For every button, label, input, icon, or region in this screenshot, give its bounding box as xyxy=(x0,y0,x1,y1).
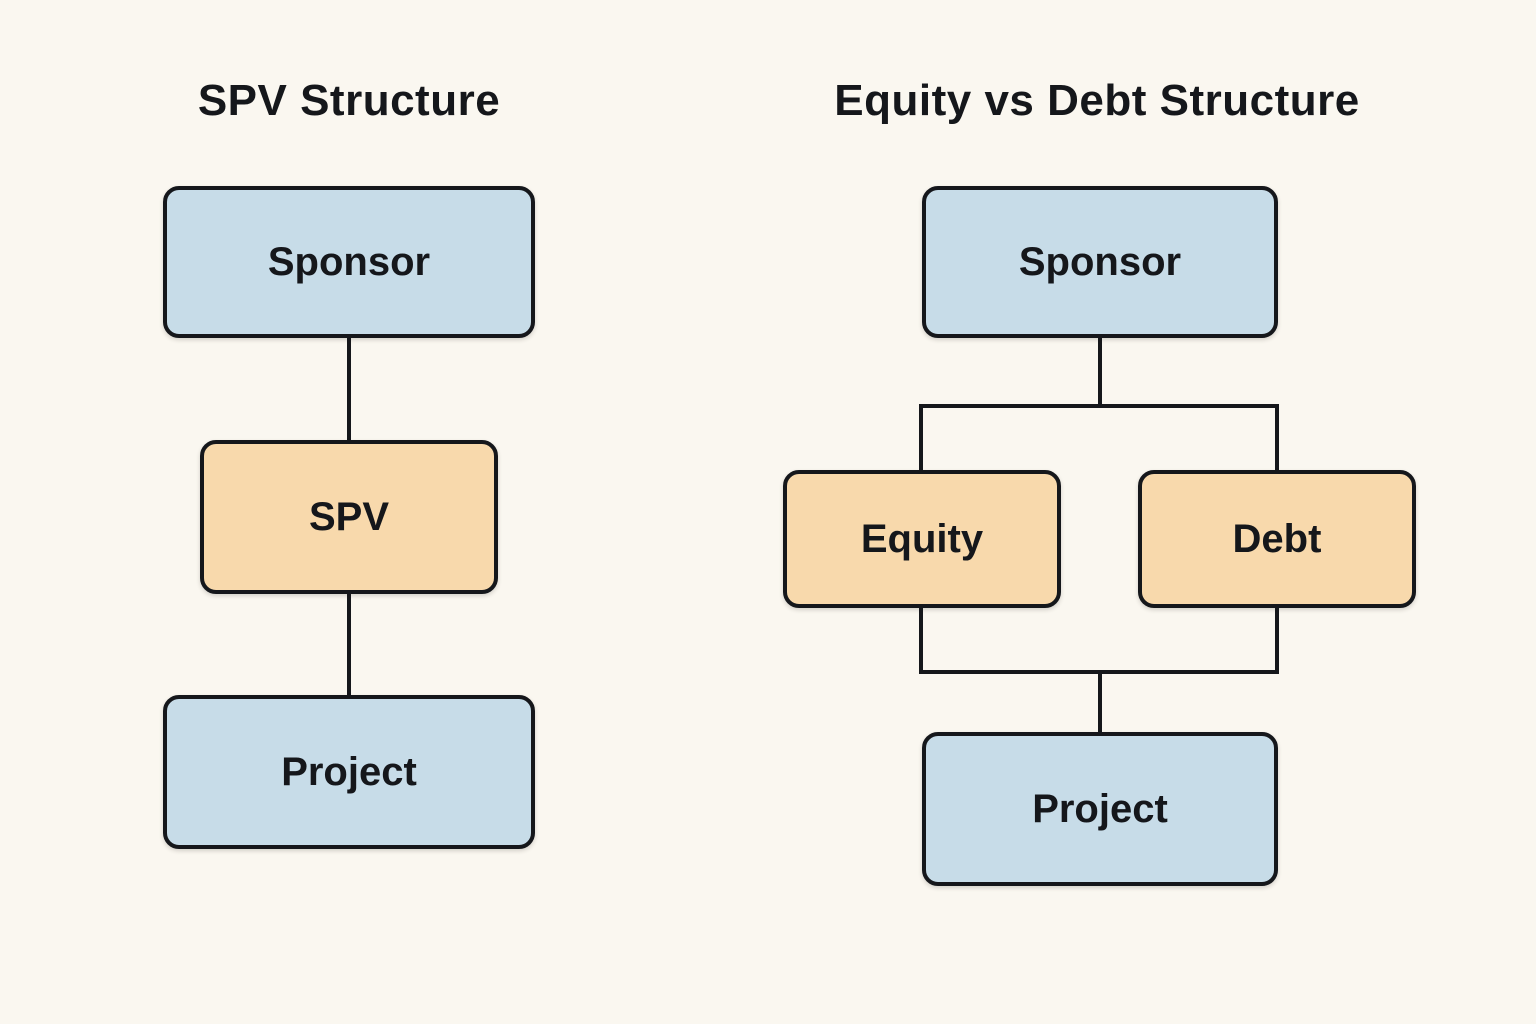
right-equity-label: Equity xyxy=(860,516,984,561)
right-connector-project-stem xyxy=(1098,672,1102,734)
left-spv-label: SPV xyxy=(308,494,390,539)
right-equity-node: Equity xyxy=(783,470,1061,608)
right-connector-equity-merge xyxy=(919,606,923,674)
right-debt-label: Debt xyxy=(1232,516,1322,561)
left-spv-node: SPV xyxy=(200,440,498,594)
left-sponsor-label: Sponsor xyxy=(267,239,431,284)
right-project-node: Project xyxy=(922,732,1278,886)
left-diagram-title: SPV Structure xyxy=(197,76,501,125)
right-sponsor-node: Sponsor xyxy=(922,186,1278,338)
right-debt-node: Debt xyxy=(1138,470,1416,608)
right-diagram-title: Equity vs Debt Structure xyxy=(834,76,1360,125)
right-connector-debt-merge xyxy=(1275,606,1279,674)
right-connector-split-bar xyxy=(919,404,1279,408)
left-project-node: Project xyxy=(163,695,535,849)
right-connector-sponsor-stem xyxy=(1098,336,1102,408)
left-connector-sponsor-spv xyxy=(347,336,351,444)
left-sponsor-node: Sponsor xyxy=(163,186,535,338)
right-connector-drop-equity xyxy=(919,404,923,472)
right-connector-drop-debt xyxy=(1275,404,1279,472)
right-project-label: Project xyxy=(1032,786,1168,831)
right-sponsor-label: Sponsor xyxy=(1018,239,1182,284)
left-project-label: Project xyxy=(281,749,417,794)
left-connector-spv-project xyxy=(347,592,351,699)
